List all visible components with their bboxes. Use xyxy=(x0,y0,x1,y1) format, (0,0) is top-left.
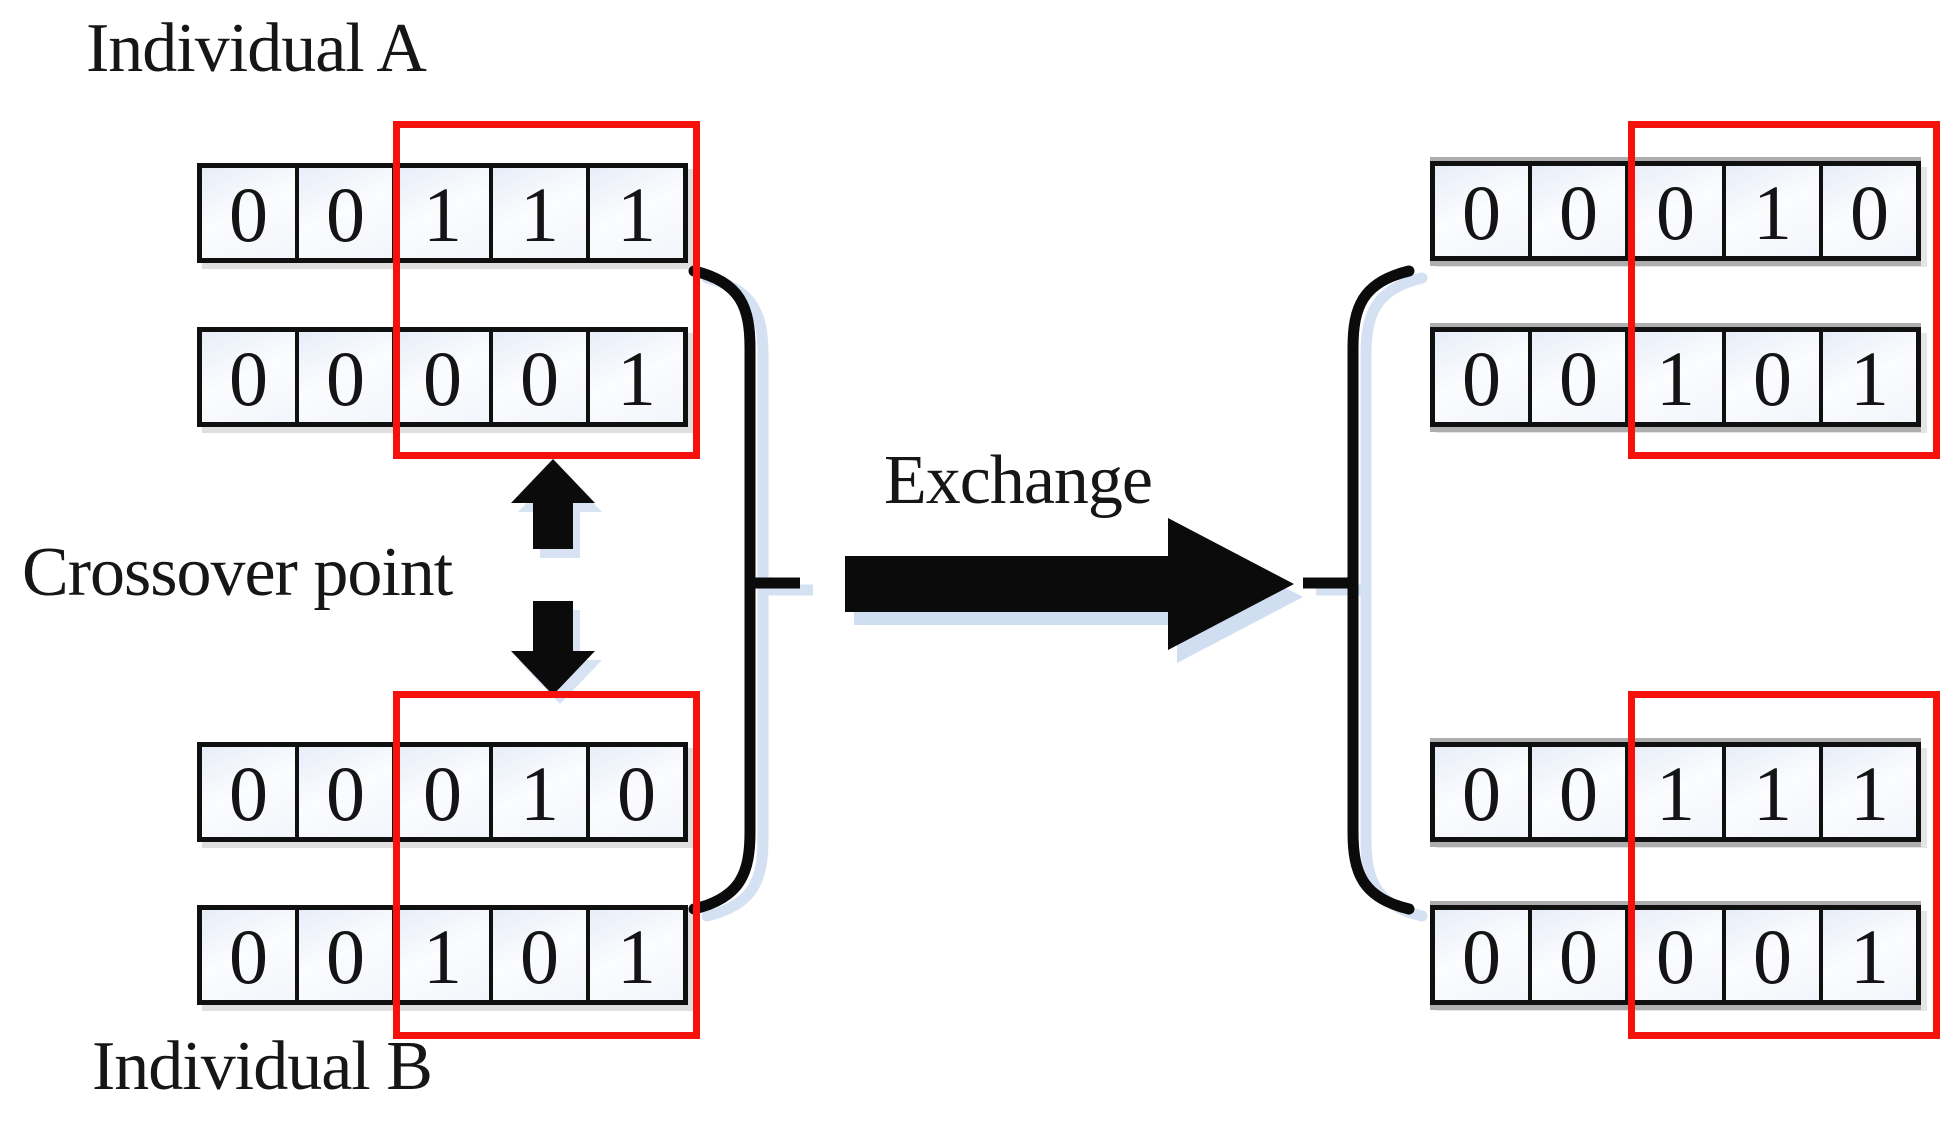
bit-cell: 0 xyxy=(1435,332,1528,422)
bit-cell: 0 xyxy=(489,910,586,1000)
bit-cell: 1 xyxy=(392,168,489,258)
bit-cell: 0 xyxy=(295,332,392,422)
individual-b-label: Individual B xyxy=(92,1028,433,1105)
bit-cell: 1 xyxy=(1819,332,1916,422)
bit-cell: 0 xyxy=(1528,910,1625,1000)
right-group-bracket xyxy=(1303,265,1415,915)
bit-cell: 0 xyxy=(202,332,295,422)
left-group-bracket xyxy=(688,265,800,915)
bit-cell: 0 xyxy=(202,747,295,837)
bit-cell: 0 xyxy=(1819,166,1916,256)
bit-cell: 1 xyxy=(1819,910,1916,1000)
bit-cell: 1 xyxy=(586,332,683,422)
individual-a-label: Individual A xyxy=(86,10,427,87)
bit-cell: 1 xyxy=(586,168,683,258)
bit-cell: 0 xyxy=(1528,747,1625,837)
offspring-top-row-1: 0 0 0 1 0 xyxy=(1430,161,1921,261)
bit-cell: 0 xyxy=(1435,747,1528,837)
bit-cell: 0 xyxy=(392,332,489,422)
highlight-box-parent-a xyxy=(393,121,700,459)
exchange-arrow xyxy=(845,518,1294,650)
offspring-bottom-row-1: 0 0 1 1 1 xyxy=(1430,742,1921,842)
bit-cell: 0 xyxy=(295,747,392,837)
bit-cell: 1 xyxy=(1722,166,1819,256)
bit-cell: 1 xyxy=(1625,332,1722,422)
exchange-label: Exchange xyxy=(884,442,1153,519)
offspring-top-row-2: 0 0 1 0 1 xyxy=(1430,327,1921,427)
bit-cell: 1 xyxy=(392,910,489,1000)
bit-cell: 0 xyxy=(1435,166,1528,256)
highlight-box-offspring-bottom xyxy=(1628,691,1940,1039)
bit-cell: 0 xyxy=(1435,910,1528,1000)
bit-cell: 0 xyxy=(586,747,683,837)
bit-cell: 1 xyxy=(1722,747,1819,837)
bit-cell: 0 xyxy=(1625,910,1722,1000)
bit-cell: 0 xyxy=(1722,910,1819,1000)
crossover-down-arrow xyxy=(511,601,595,695)
bit-cell: 0 xyxy=(1722,332,1819,422)
bit-cell: 0 xyxy=(1528,332,1625,422)
bit-cell: 1 xyxy=(586,910,683,1000)
parent-a-row-1: 0 0 1 1 1 xyxy=(197,163,688,263)
bit-cell: 0 xyxy=(489,332,586,422)
bit-cell: 1 xyxy=(1625,747,1722,837)
crossover-point-label: Crossover point xyxy=(22,534,453,611)
bit-cell: 0 xyxy=(202,168,295,258)
highlight-box-parent-b xyxy=(393,691,700,1039)
parent-a-row-2: 0 0 0 0 1 xyxy=(197,327,688,427)
offspring-bottom-row-2: 0 0 0 0 1 xyxy=(1430,905,1921,1005)
parent-b-row-2: 0 0 1 0 1 xyxy=(197,905,688,1005)
bit-cell: 0 xyxy=(1625,166,1722,256)
bit-cell: 1 xyxy=(1819,747,1916,837)
highlight-box-offspring-top xyxy=(1628,121,1940,459)
bit-cell: 0 xyxy=(1528,166,1625,256)
bit-cell: 1 xyxy=(489,747,586,837)
crossover-up-arrow xyxy=(511,459,595,549)
bit-cell: 0 xyxy=(295,168,392,258)
bit-cell: 1 xyxy=(489,168,586,258)
bit-cell: 0 xyxy=(295,910,392,1000)
bit-cell: 0 xyxy=(202,910,295,1000)
